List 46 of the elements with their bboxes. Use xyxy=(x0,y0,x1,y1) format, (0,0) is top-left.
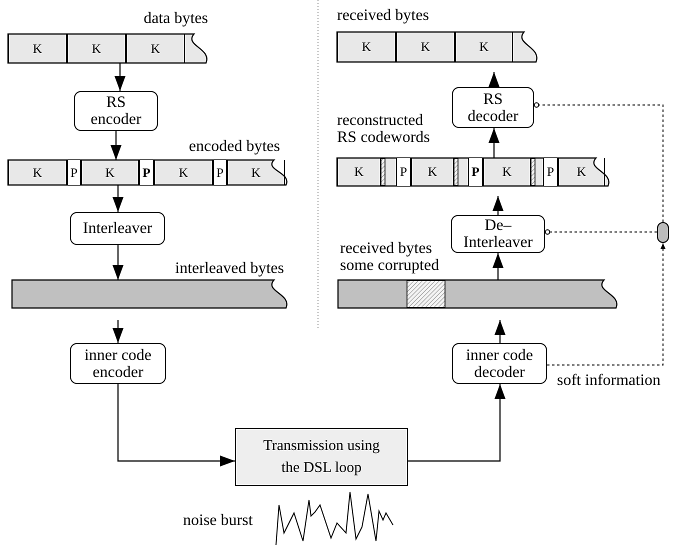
byte-cell: K xyxy=(396,32,455,62)
arrow xyxy=(494,320,506,343)
byte-cell: K xyxy=(483,158,531,186)
strip-caption: received bytes some corrupted xyxy=(340,240,440,274)
arrow xyxy=(112,320,124,343)
byte-cell: P xyxy=(468,158,483,186)
process-box: De– Interleaver xyxy=(451,215,545,253)
strip-caption: interleaved bytes xyxy=(174,260,284,277)
byte-cell: K xyxy=(558,158,605,186)
strip-caption: encoded bytes xyxy=(188,138,280,155)
byte-cell: K xyxy=(8,34,67,63)
byte-cell: K xyxy=(227,160,285,185)
process-box: inner code encoder xyxy=(70,343,166,384)
dotted-connector xyxy=(546,242,666,366)
byte-cell: K xyxy=(126,34,185,63)
strip-caption: received bytes xyxy=(337,7,430,24)
byte-cell: K xyxy=(67,34,126,63)
process-box: RS encoder xyxy=(74,91,158,131)
arrow xyxy=(117,384,235,466)
byte-cell: P xyxy=(67,160,81,185)
strip-caption: data bytes xyxy=(142,10,208,27)
process-box: Interleaver xyxy=(70,212,165,245)
arrow xyxy=(492,196,504,215)
arrow xyxy=(112,245,124,280)
process-box: RS decoder xyxy=(452,87,534,128)
dotted-connector xyxy=(534,102,664,222)
byte-cell: K xyxy=(337,32,396,62)
arrow xyxy=(488,128,500,158)
byte-cell: P xyxy=(139,160,154,185)
arrow xyxy=(110,131,122,160)
byte-cell: K xyxy=(411,158,454,186)
dotted-connector xyxy=(544,229,658,235)
strip-caption: reconstructed RS codewords xyxy=(337,112,431,146)
junction-capsule xyxy=(657,222,669,243)
arrow xyxy=(492,253,504,280)
transmission-box: Transmission using the DSL loop xyxy=(235,428,408,486)
byte-cell: P xyxy=(396,158,411,186)
byte-cell: K xyxy=(337,158,381,186)
arrow xyxy=(408,384,506,462)
byte-cell: K xyxy=(455,32,513,62)
byte-cell: P xyxy=(543,158,558,186)
arrow xyxy=(488,72,500,87)
arrow xyxy=(114,63,126,91)
process-box: inner code decoder xyxy=(452,343,547,384)
byte-cell: P xyxy=(213,160,227,185)
arrow xyxy=(112,185,124,212)
